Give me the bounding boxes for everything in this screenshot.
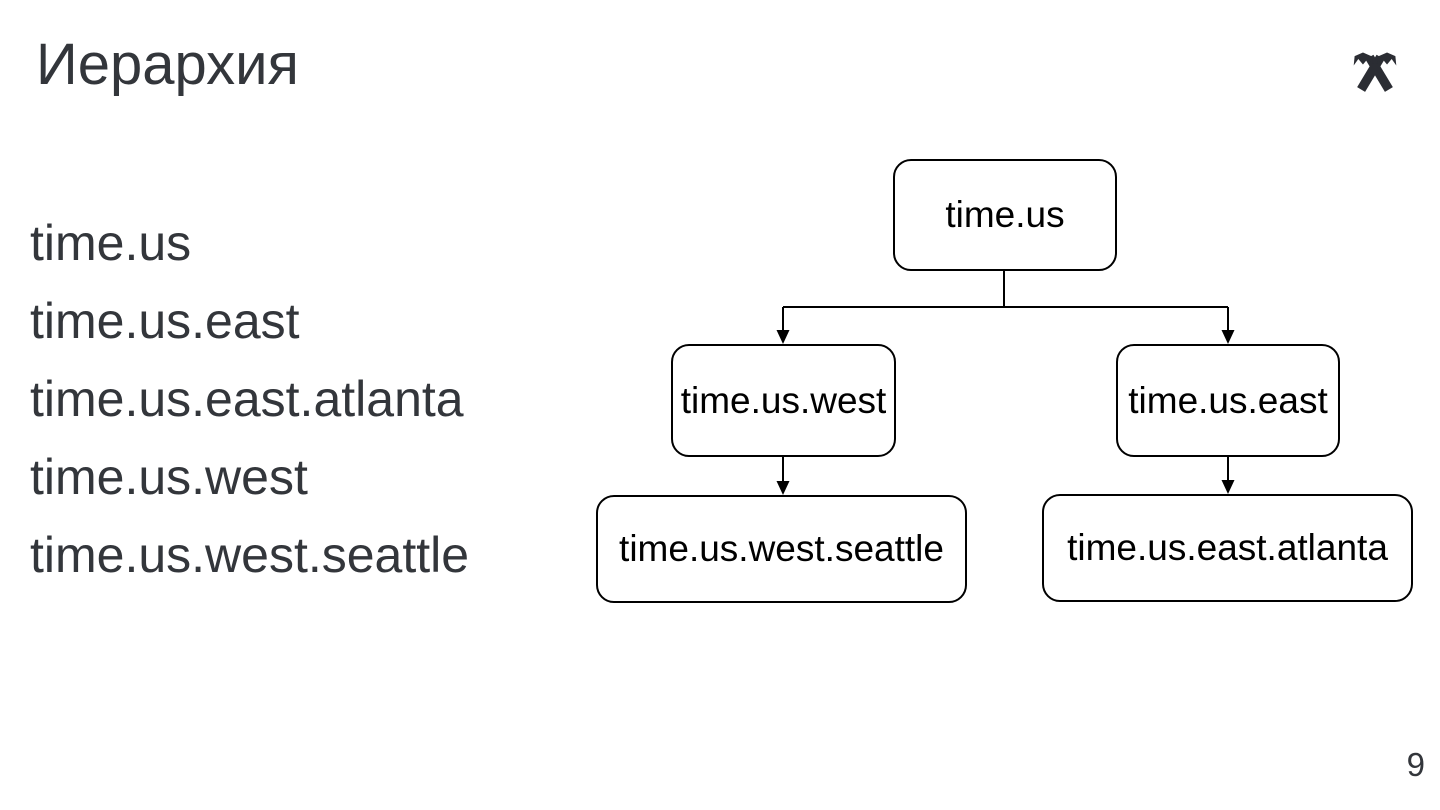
list-item-time-us-east: time.us.east: [30, 293, 300, 349]
list-item-time-us-east-atlanta: time.us.east.atlanta: [30, 371, 464, 427]
arrowhead-seattle: [776, 481, 790, 495]
tree-node-time-us-east: time.us.east: [1116, 344, 1340, 457]
arrowhead-east: [1221, 330, 1235, 344]
tree-node-time-us: time.us: [893, 159, 1117, 271]
tree-node-time-us-west: time.us.west: [671, 344, 896, 457]
horse-head-left: [1353, 52, 1374, 66]
slide-title: Иерархия: [36, 32, 299, 97]
list-item-time-us-west: time.us.west: [30, 449, 308, 505]
list-item-time-us-west-seattle: time.us.west.seattle: [30, 527, 470, 583]
hierarchy-list: time.us time.us.east time.us.east.atlant…: [30, 204, 469, 594]
horse-head-right: [1376, 52, 1397, 66]
raiffeisen-gable-cross-icon: [1353, 52, 1397, 92]
page-number: 9: [1406, 746, 1425, 783]
tree-node-time-us-west-seattle: time.us.west.seattle: [596, 495, 967, 603]
arrowhead-atlanta: [1221, 480, 1235, 494]
arrowhead-west: [776, 330, 790, 344]
tree-node-time-us-east-atlanta: time.us.east.atlanta: [1042, 494, 1413, 602]
gable-cross-glyph: [1353, 52, 1397, 92]
list-item-time-us: time.us: [30, 215, 192, 271]
